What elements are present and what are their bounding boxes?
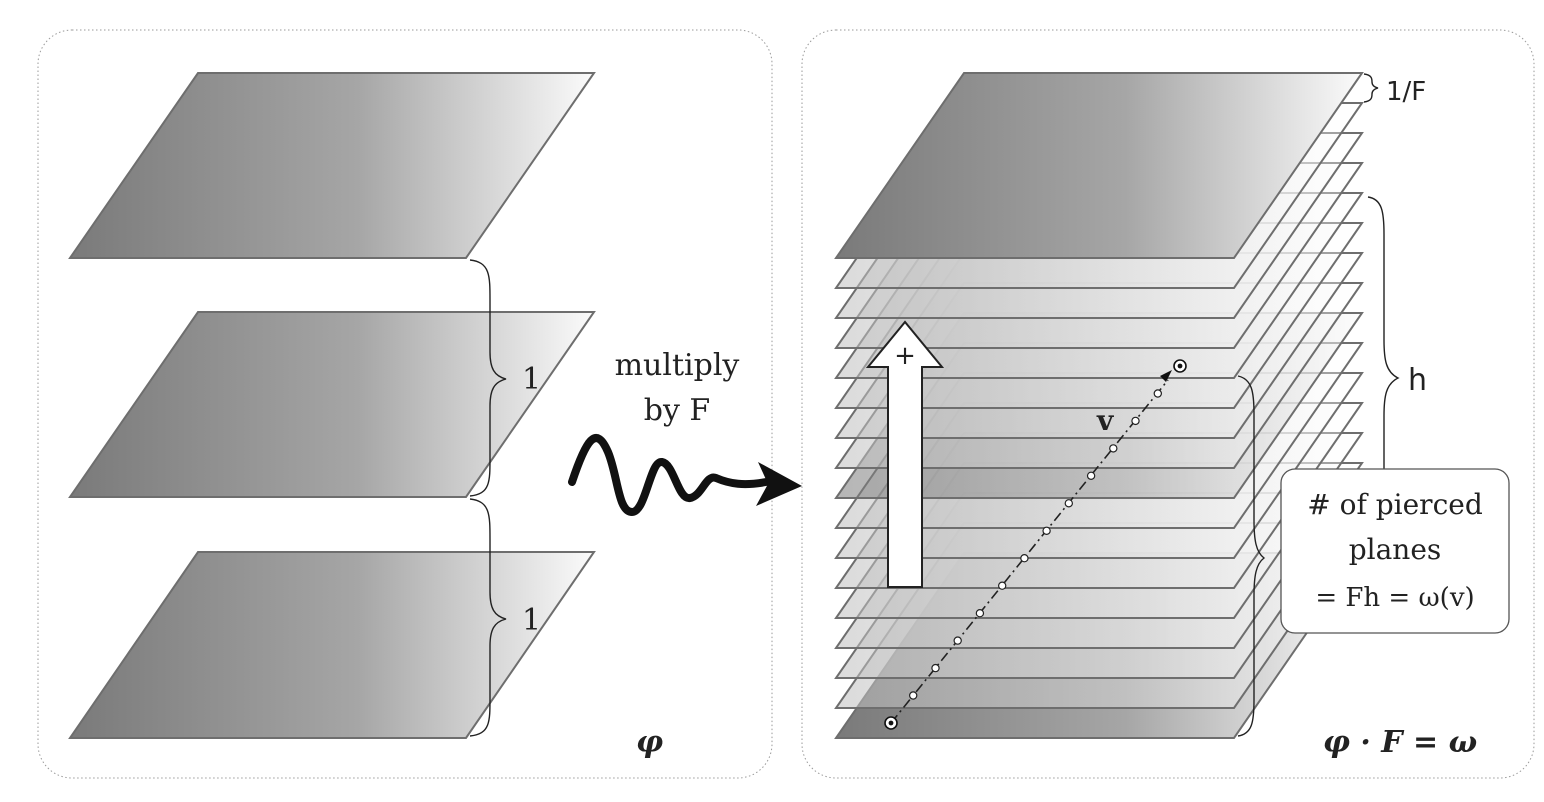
left-plane-stack xyxy=(68,72,596,739)
spacing-brace xyxy=(1363,73,1379,103)
right-plane-stack xyxy=(834,72,1364,739)
pierce-point xyxy=(1020,554,1029,563)
height-label: h xyxy=(1408,363,1427,398)
callout-line-1: # of pierced xyxy=(1307,488,1483,521)
positive-direction-arrow xyxy=(865,320,945,588)
pierce-point xyxy=(1086,471,1096,480)
vector-v xyxy=(884,359,1187,730)
pierce-point xyxy=(1153,389,1163,398)
callout-line-2: planes xyxy=(1349,533,1442,566)
left-brace-label-upper: 1 xyxy=(522,362,541,397)
left-plane-middle xyxy=(68,311,596,498)
pierce-point xyxy=(953,636,962,645)
equation-label: φ · F = ω xyxy=(1323,725,1477,760)
vector-v-line xyxy=(890,379,1169,724)
pierce-point xyxy=(998,581,1007,590)
callout-line-3: = Fh = ω(v) xyxy=(1315,583,1474,613)
vector-v-arrow-head xyxy=(1160,370,1172,382)
vector-v-tip-dot xyxy=(1177,363,1183,369)
positive-sign: + xyxy=(894,341,916,371)
vector-v-label: v xyxy=(1096,404,1114,437)
pierce-point xyxy=(1109,444,1118,453)
squiggly-arrow xyxy=(568,434,770,517)
multiply-label-line2: by F xyxy=(644,393,711,428)
pierce-point xyxy=(1131,416,1140,426)
pierce-point xyxy=(1042,526,1051,536)
left-phi-symbol: φ xyxy=(636,725,663,760)
left-brace-upper xyxy=(469,259,507,497)
pierce-point xyxy=(931,663,940,673)
left-plane-top xyxy=(68,72,596,259)
pierce-point xyxy=(1064,499,1074,508)
multiply-label-line1: multiply xyxy=(615,348,740,383)
left-brace-label-lower: 1 xyxy=(522,603,541,638)
spacing-label: 1/F xyxy=(1386,77,1426,107)
pierce-point xyxy=(909,691,918,700)
vector-span-brace xyxy=(1237,375,1266,737)
squiggly-arrow-head xyxy=(756,462,802,506)
right-plane-0 xyxy=(834,72,1364,259)
vector-v-tail-dot xyxy=(888,720,894,726)
left-brace-lower xyxy=(469,498,507,737)
pierce-point xyxy=(975,609,985,618)
pierced-planes-callout xyxy=(1280,468,1510,634)
left-plane-bottom xyxy=(68,551,596,739)
